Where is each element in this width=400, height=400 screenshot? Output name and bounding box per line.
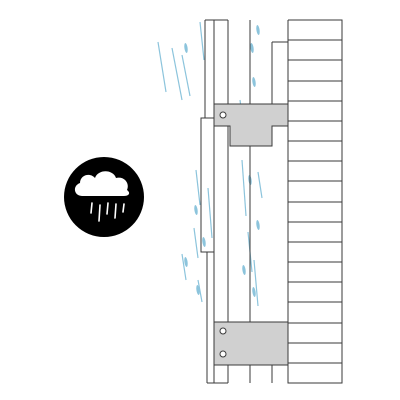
bracket-upper xyxy=(213,103,289,147)
rain-streak xyxy=(181,54,191,97)
rain-streak xyxy=(253,259,259,307)
rain-drop xyxy=(202,237,206,247)
rain-streak xyxy=(197,279,203,303)
rain-streak xyxy=(181,253,187,281)
rain-drop xyxy=(250,43,254,53)
bracket-lower-bolt-top xyxy=(219,327,227,335)
bracket-lower xyxy=(213,321,289,366)
masonry-wall xyxy=(271,19,343,384)
rain-drop xyxy=(184,43,188,53)
rain-drop xyxy=(184,257,188,267)
rain-drop xyxy=(242,265,246,275)
rain-cloud-icon xyxy=(64,157,144,237)
rain-drop xyxy=(256,25,260,35)
rain-drop xyxy=(252,287,256,297)
rain-streak xyxy=(257,171,263,199)
brick-courses xyxy=(288,39,342,364)
bracket-lower-shape xyxy=(213,321,289,366)
rain-drop xyxy=(256,220,260,230)
rain-drop xyxy=(252,77,256,87)
icon-disc xyxy=(64,157,144,237)
rain-streak xyxy=(195,169,201,206)
rain-streak xyxy=(241,159,247,217)
bracket-upper-bolt xyxy=(219,111,227,119)
cloud-shape xyxy=(74,171,130,196)
rain-streak xyxy=(171,47,183,101)
rain-streak xyxy=(157,41,167,93)
wall-outline xyxy=(287,19,343,384)
rain-drop xyxy=(196,285,200,295)
rain-drop xyxy=(194,205,198,215)
rain-streak xyxy=(207,187,213,239)
cladding-outer-edge xyxy=(200,20,208,383)
icon-rain-drops xyxy=(90,202,125,222)
rain-streak xyxy=(199,21,205,61)
bracket-lower-bolt-bottom xyxy=(219,350,227,358)
rain-streak xyxy=(193,227,199,259)
bracket-upper-shape xyxy=(213,103,289,147)
